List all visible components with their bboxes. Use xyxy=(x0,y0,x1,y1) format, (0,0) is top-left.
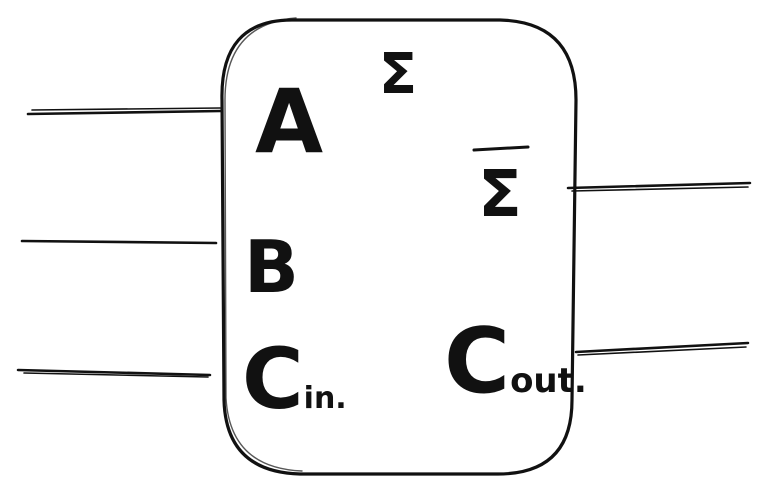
output-label-cout-subscript: out. xyxy=(510,361,587,401)
input-label-cin-subscript: in. xyxy=(304,381,347,416)
input-wire-b xyxy=(20,239,218,245)
input-label-a: A xyxy=(255,70,323,173)
block-symbol: Σ xyxy=(379,42,417,107)
output-wire-sum xyxy=(566,181,752,192)
input-wire-cin xyxy=(16,368,212,378)
input-label-cin-letter: C xyxy=(242,330,304,428)
input-wire-a xyxy=(26,107,223,116)
output-label-sum: Σ xyxy=(478,158,522,232)
input-label-b: B xyxy=(244,225,299,309)
adder-block xyxy=(220,17,578,476)
output-label-cout: Cout. xyxy=(444,309,587,414)
output-label-sum-bar xyxy=(472,145,530,152)
input-label-cin: Cin. xyxy=(242,330,347,428)
output-label-cout-letter: C xyxy=(444,309,510,414)
output-wire-cout xyxy=(574,341,750,356)
